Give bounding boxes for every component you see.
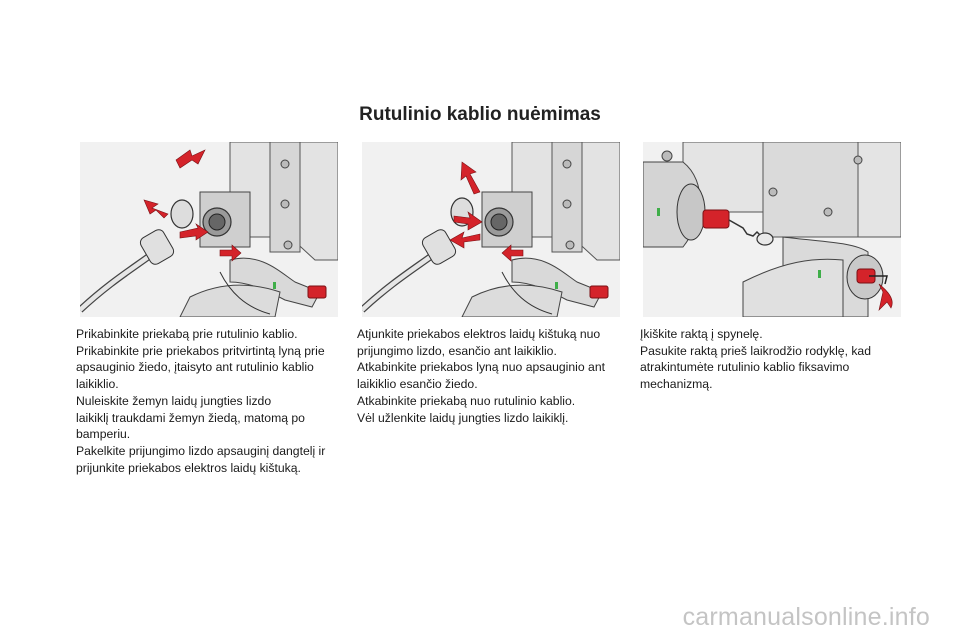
illustration-disconnect-trailer — [362, 142, 620, 317]
instruction-line: Prikabinkite prie priekabos pritvirtintą… — [76, 343, 325, 358]
instruction-line: prijunkite priekabos elektros laidų kišt… — [76, 460, 301, 475]
instruction-line: laikiklio esančio žiedo. — [357, 377, 478, 392]
instruction-line: Atkabinkite priekabos lyną nuo apsaugini… — [357, 360, 605, 375]
watermark: carmanualsonline.info — [682, 603, 930, 631]
instruction-text-column-3: Įkiškite raktą į spynelę. Pasukite raktą… — [640, 326, 900, 393]
instruction-line: apsauginio žiedo, įtaisyto ant rutulinio… — [76, 360, 314, 375]
instruction-line: Pakelkite prijungimo lizdo apsauginį dan… — [76, 443, 326, 458]
towbar-socket-illustration — [362, 142, 620, 317]
instruction-line: prijungimo lizdo, esančio ant laikiklio. — [357, 343, 557, 358]
instruction-line: laikiklio. — [76, 377, 119, 392]
instruction-line: Nuleiskite žemyn laidų jungties lizdo — [76, 393, 272, 408]
instruction-line: atrakintumėte rutulinio kablio fiksavimo — [640, 360, 850, 375]
instruction-line: Vėl užlenkite laidų jungties lizdo laiki… — [357, 410, 569, 425]
instruction-line: bamperiu. — [76, 427, 131, 442]
instruction-line: Pasukite raktą prieš laikrodžio rodyklę,… — [640, 343, 871, 358]
instruction-line: mechanizmą. — [640, 377, 713, 392]
instruction-text-column-1: Prikabinkite priekabą prie rutulinio kab… — [76, 326, 336, 476]
towbar-socket-illustration — [80, 142, 338, 317]
instruction-line: Atkabinkite priekabą nuo rutulinio kabli… — [357, 393, 576, 408]
instruction-line: Prikabinkite priekabą prie rutulinio kab… — [76, 327, 298, 341]
instruction-line: Įkiškite raktą į spynelę. — [640, 327, 763, 341]
instruction-line: Atjunkite priekabos elektros laidų kištu… — [357, 327, 601, 341]
instruction-text-column-2: Atjunkite priekabos elektros laidų kištu… — [357, 326, 617, 426]
instruction-line: laikiklį traukdami žemyn žiedą, matomą p… — [76, 410, 305, 425]
page-title: Rutulinio kablio nuėmimas — [359, 104, 601, 125]
towbar-lock-illustration — [643, 142, 901, 317]
illustration-connect-trailer — [80, 142, 338, 317]
illustration-key-unlock — [643, 142, 901, 317]
